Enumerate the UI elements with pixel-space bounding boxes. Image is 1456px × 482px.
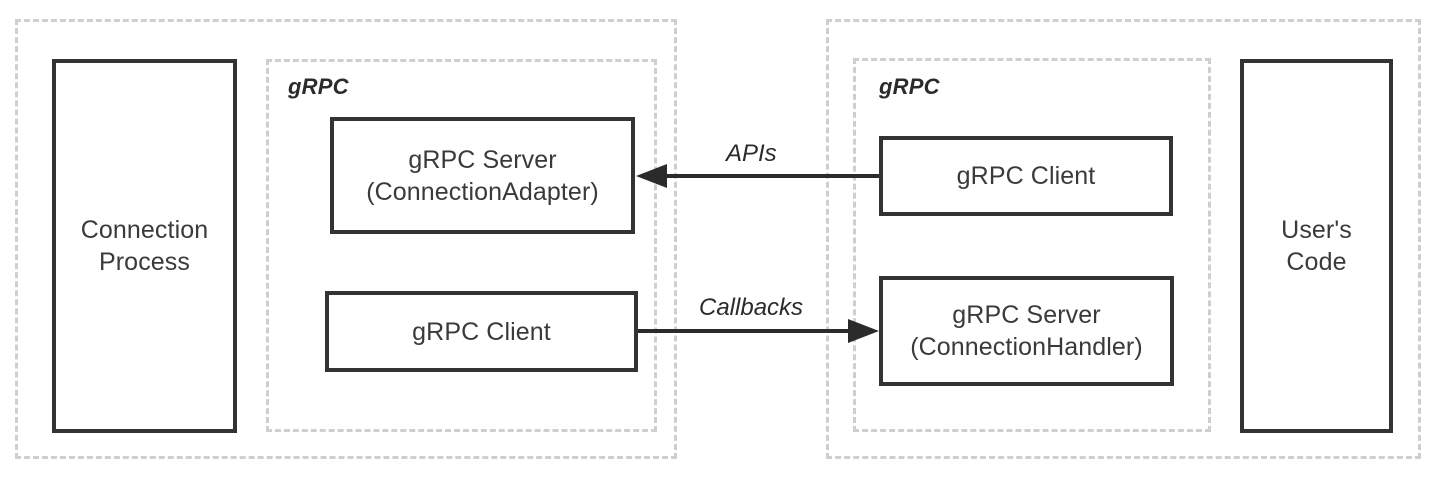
node-grpc-client-right[interactable]: gRPC Client (879, 136, 1173, 216)
grpc-group-left-label: gRPC (288, 74, 349, 99)
node-grpc-server-connection-handler[interactable]: gRPC Server (ConnectionHandler) (879, 276, 1174, 386)
node-connection-process[interactable]: Connection Process (52, 59, 237, 433)
node-grpc-server-connection-handler-label: gRPC Server (ConnectionHandler) (910, 301, 1143, 361)
node-grpc-server-connection-adapter-label: gRPC Server (ConnectionAdapter) (366, 145, 599, 206)
connection-process-group-boundary (15, 19, 677, 459)
node-users-code-label: User's Code (1281, 216, 1352, 276)
apis-edge-label: APIs (726, 140, 777, 167)
node-grpc-client-left-label: gRPC Client (412, 317, 551, 346)
user-code-group-boundary (826, 19, 1421, 459)
callbacks-edge-label: Callbacks (699, 294, 804, 321)
node-grpc-server-connection-adapter[interactable]: gRPC Server (ConnectionAdapter) (330, 117, 635, 234)
grpc-group-right-boundary (853, 58, 1211, 432)
grpc-group-left-boundary (266, 59, 657, 432)
node-users-code[interactable]: User's Code (1240, 59, 1393, 433)
node-connection-process-label: Connection Process (80, 216, 209, 276)
node-grpc-client-right-label: gRPC Client (956, 162, 1096, 190)
grpc-group-right-label: gRPC (879, 74, 940, 99)
node-grpc-client-left[interactable]: gRPC Client (325, 291, 638, 372)
